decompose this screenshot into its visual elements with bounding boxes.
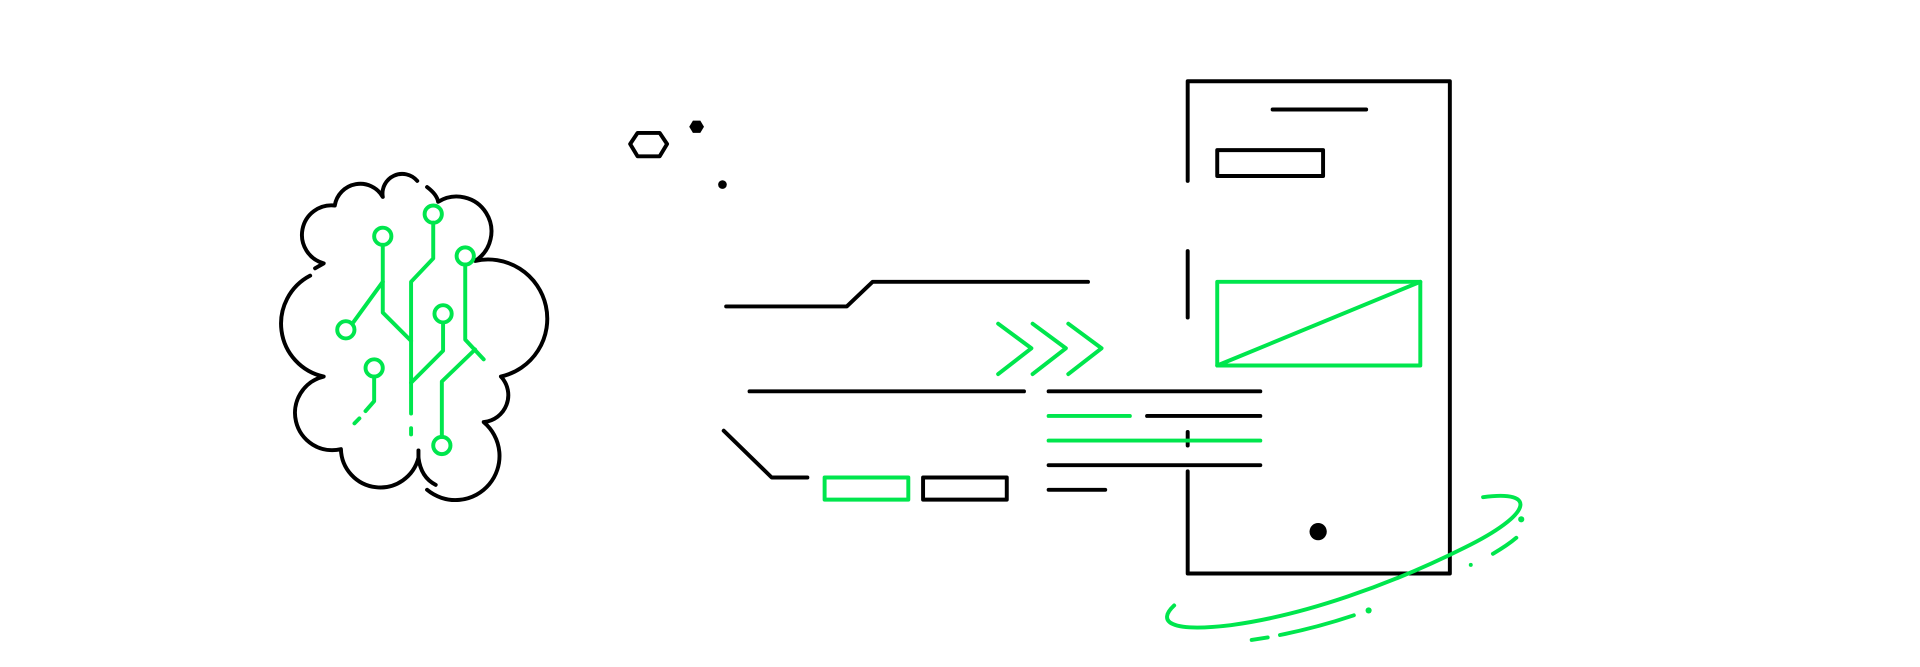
circuit-node <box>454 245 476 267</box>
mobile-phone-icon <box>1185 79 1452 576</box>
orbit-dot <box>1365 607 1372 614</box>
home-button <box>1309 523 1327 541</box>
circuit-icon <box>335 203 486 457</box>
circuit-trace <box>463 262 486 362</box>
image-placeholder-diagonal <box>1215 279 1423 368</box>
brain-left-outline <box>300 171 420 271</box>
circuit-trace <box>409 220 436 416</box>
circuit-trace <box>380 242 414 343</box>
orbit-dash <box>1278 613 1356 637</box>
phone-frame <box>1185 79 1452 576</box>
chevron <box>1030 321 1068 377</box>
circuit-node <box>432 303 454 325</box>
circuit-trace <box>351 279 385 325</box>
brain-right-outline <box>425 185 550 503</box>
orbit-dash <box>1249 635 1270 642</box>
top-connector-line <box>724 279 1090 309</box>
brain-center-tail <box>416 455 438 487</box>
circuit-node <box>422 203 444 225</box>
circuit-trace <box>409 320 446 385</box>
brain-icon <box>279 171 550 503</box>
circuit-node <box>372 225 394 247</box>
orbit-dot <box>1518 516 1525 523</box>
green-block <box>822 475 911 502</box>
image-placeholder <box>1215 279 1423 368</box>
text-lines <box>1046 389 1263 492</box>
circuit-node <box>363 357 385 379</box>
orbit-ring-icon <box>1165 493 1525 642</box>
hexagon-outline-icon <box>628 130 670 159</box>
circuit-trace <box>352 416 362 426</box>
brain-left-lower-outline <box>279 273 421 490</box>
orbit-dash <box>1490 535 1519 556</box>
bottom-connector-line <box>721 428 810 480</box>
orbit-front-arc <box>1165 493 1523 630</box>
black-block <box>921 475 1009 502</box>
chevron <box>996 321 1034 377</box>
chevron <box>1066 321 1104 377</box>
circuit-node <box>335 319 357 341</box>
arrow-chevrons-icon <box>996 321 1104 377</box>
circuit-trace <box>439 347 478 439</box>
orbit-dot <box>1468 562 1473 567</box>
circuit-node <box>431 434 453 457</box>
dot <box>718 180 727 189</box>
circuit-trace <box>363 374 377 413</box>
hexagon-filled-icon <box>689 120 704 133</box>
phone-header-block <box>1215 148 1326 178</box>
